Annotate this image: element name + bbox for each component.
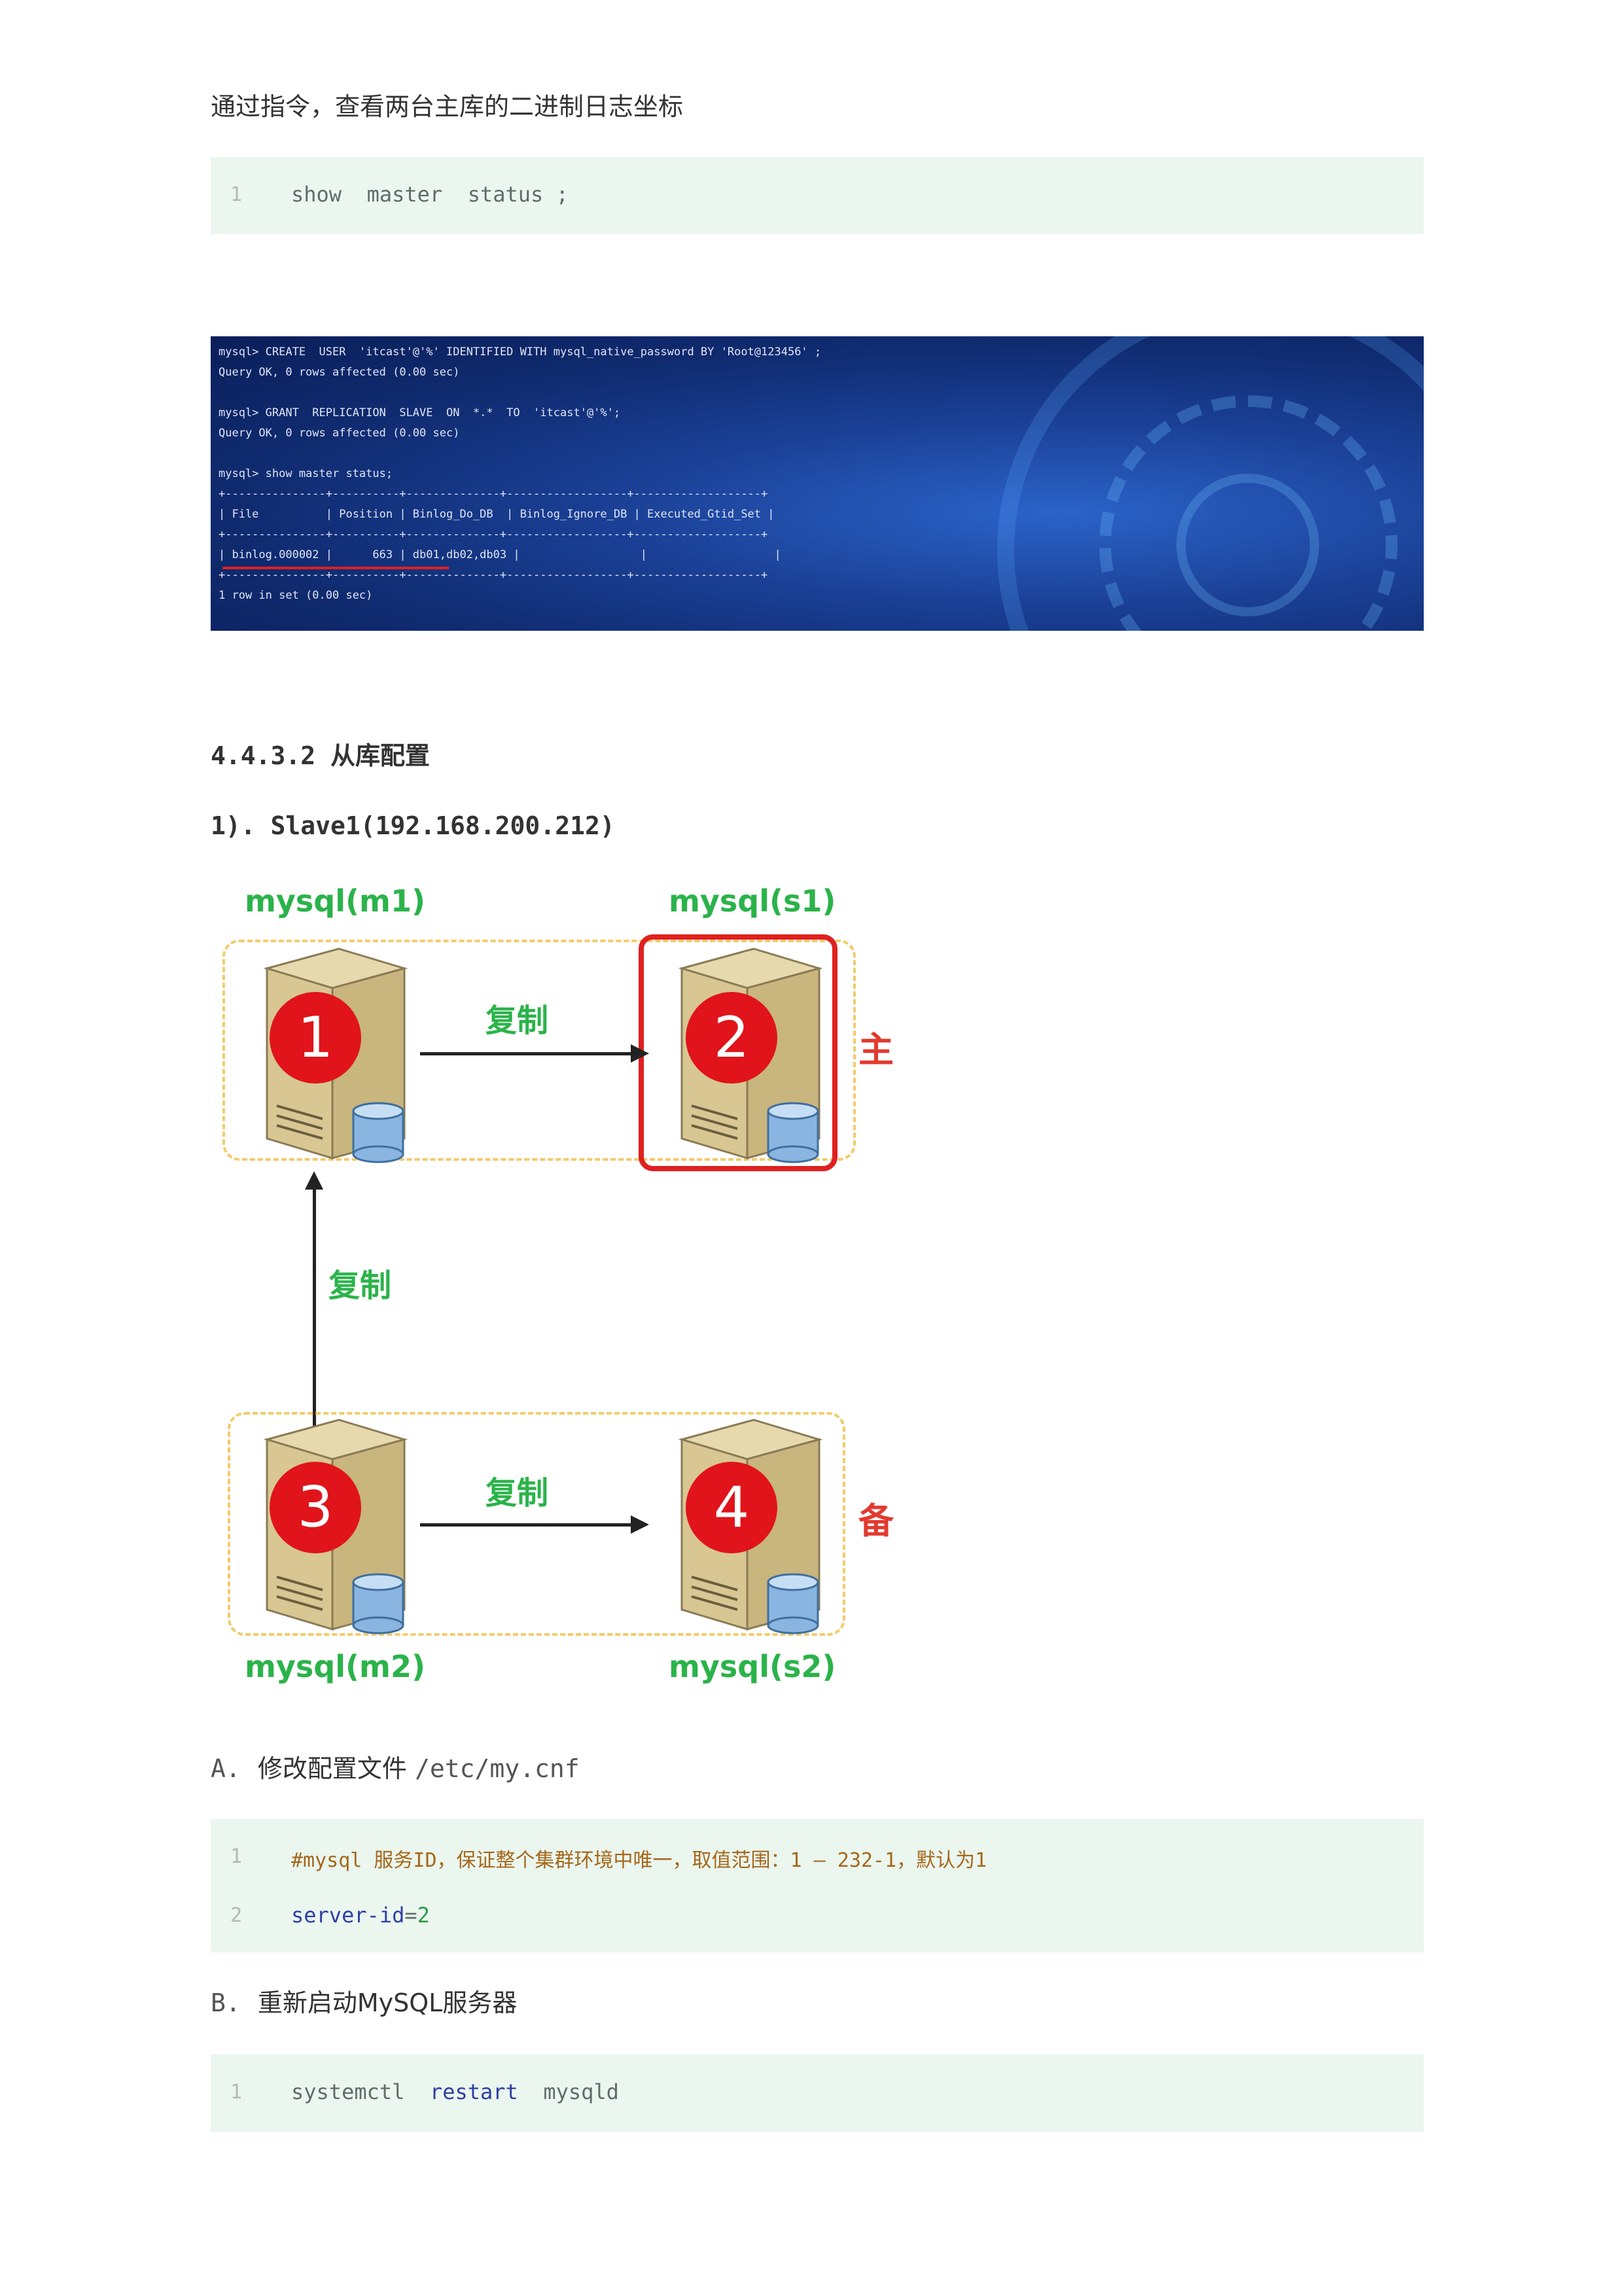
replication-arrow-bottom [420, 1523, 636, 1527]
group-box-top [222, 940, 856, 1161]
step-a-path: /etc/my.cnf [414, 1754, 580, 1783]
replication-arrow-top [420, 1052, 636, 1055]
highlight-underline [222, 567, 449, 569]
step-b-prefix: B. [211, 1988, 241, 2017]
terminal-line: Query OK, 0 rows affected (0.00 sec) [219, 427, 460, 440]
node-badge-2: 2 [686, 992, 777, 1084]
code-block-my-cnf: 1 #mysql 服务ID，保证整个集群环境中唯一，取值范围：1 – 232-1… [211, 1819, 1424, 1952]
primary-label: 主 [858, 1029, 894, 1070]
cmd-restart: restart [429, 2079, 518, 2104]
section-title: 4.4.3.2 从库配置 [211, 741, 431, 770]
subsection-title: 1). Slave1(192.168.200.212) [211, 811, 615, 840]
code-block-show-master-status: 1 show master status ; [211, 157, 1424, 234]
replication-diagram: mysql(m1) mysql(s1) 1 [211, 883, 930, 1701]
terminal-line: 1 row in set (0.00 sec) [219, 589, 373, 602]
config-eq: = [404, 1903, 417, 1928]
config-key: server-id [291, 1903, 405, 1928]
code-line: server-id=2 [291, 1903, 430, 1928]
cmd-systemctl: systemctl [291, 2079, 405, 2104]
arrow-head-icon [305, 1171, 323, 1190]
line-number: 1 [230, 183, 243, 206]
backup-label: 备 [858, 1500, 894, 1542]
terminal-line: +---------------+----------+------------… [219, 569, 768, 582]
step-b: B. 重新启动MySQL服务器 [211, 1983, 517, 2019]
terminal-line: +---------------+----------+------------… [219, 487, 768, 501]
terminal-line: | File | Position | Binlog_Do_DB | Binlo… [219, 508, 775, 521]
arrow-head-icon [631, 1515, 649, 1534]
terminal-screenshot: mysql> CREATE USER 'itcast'@'%' IDENTIFI… [211, 336, 1424, 631]
terminal-line: +---------------+----------+------------… [219, 528, 768, 541]
code-line: show master status ; [291, 182, 569, 207]
copy-label-bottom: 复制 [485, 1475, 549, 1511]
terminal-line: mysql> show master status; [219, 467, 393, 480]
node-label-m2: mysql(m2) [245, 1649, 425, 1684]
replication-arrow-vertical [313, 1188, 316, 1437]
line-number: 1 [230, 1845, 243, 1868]
node-badge-3: 3 [270, 1462, 361, 1553]
node-label-m1: mysql(m1) [245, 883, 425, 919]
code-comment: #mysql 服务ID，保证整个集群环境中唯一，取值范围：1 – 232-1，默… [291, 1849, 987, 1872]
terminal-line: mysql> GRANT REPLICATION SLAVE ON *.* TO… [219, 406, 621, 419]
node-badge-1: 1 [270, 992, 361, 1084]
terminal-line: Query OK, 0 rows affected (0.00 sec) [219, 366, 460, 379]
cmd-mysqld: mysqld [543, 2079, 619, 2104]
line-number: 1 [230, 2081, 243, 2104]
step-b-text: 重新启动MySQL服务器 [257, 1988, 518, 2017]
line-number: 2 [230, 1904, 243, 1927]
terminal-line: mysql> CREATE USER 'itcast'@'%' IDENTIFI… [219, 345, 822, 359]
code-line: systemctl restart mysqld [291, 2079, 619, 2104]
node-label-s2: mysql(s2) [669, 1649, 836, 1684]
copy-label-middle: 复制 [328, 1267, 392, 1304]
copy-label-top: 复制 [485, 1002, 549, 1039]
group-box-bottom [228, 1412, 845, 1636]
node-label-s1: mysql(s1) [669, 883, 836, 919]
terminal-line: | binlog.000002 | 663 | db01,db02,db03 |… [219, 548, 781, 561]
code-block-restart: 1 systemctl restart mysqld [211, 2055, 1424, 2132]
config-value: 2 [417, 1903, 430, 1928]
step-a-prefix: A. [211, 1754, 241, 1783]
intro-text: 通过指令，查看两台主库的二进制日志坐标 [211, 92, 684, 121]
node-badge-4: 4 [686, 1462, 777, 1553]
arrow-head-icon [631, 1044, 649, 1063]
background-decoration [1176, 474, 1319, 616]
step-a: A. 修改配置文件 /etc/my.cnf [211, 1748, 580, 1784]
step-a-text: 修改配置文件 [257, 1754, 407, 1783]
